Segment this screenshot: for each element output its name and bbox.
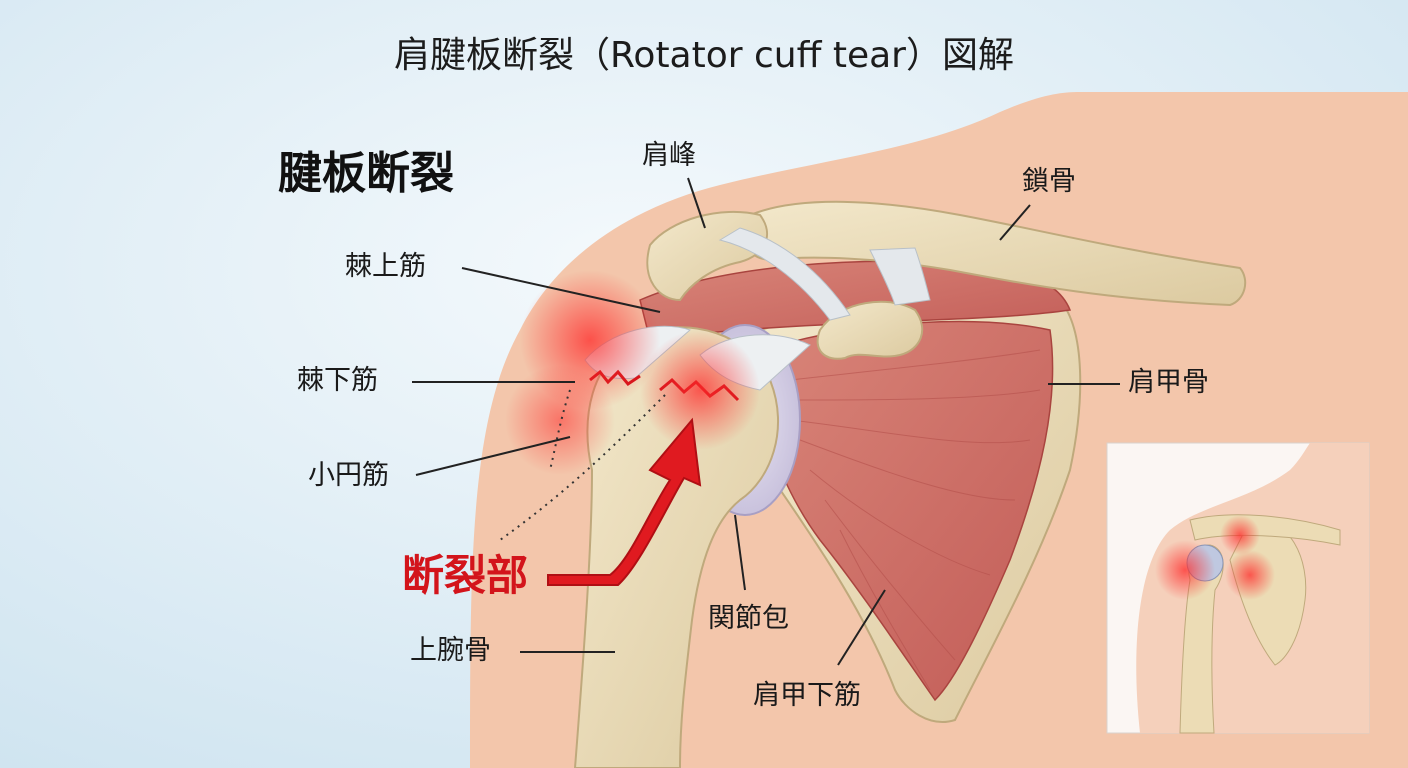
muscle-fibers (789, 349, 1041, 691)
dotted-marker (499, 394, 666, 541)
label-supraspinatus: 棘上筋 (345, 251, 426, 282)
diagram-title: 肩腱板断裂（Rotator cuff tear）図解 (394, 35, 1014, 76)
supraspinatus-muscle (639, 260, 1072, 341)
label-humerus: 上腕骨 (410, 635, 491, 666)
inflammation-glow (505, 365, 615, 475)
label-joint-capsule: 関節包 (708, 603, 789, 634)
label-scapula: 肩甲骨 (1128, 367, 1209, 398)
label-subscapularis: 肩甲下筋 (753, 680, 861, 711)
heading-label: 腱板断裂 (278, 148, 454, 199)
leader-lines (412, 177, 1120, 666)
label-teres-minor: 小円筋 (308, 460, 389, 491)
tear-arrow (547, 417, 702, 586)
inset-thumbnail (1106, 442, 1370, 734)
label-acromion: 肩峰 (642, 140, 696, 171)
subscapularis-muscle (759, 320, 1054, 702)
inflammation-glow (640, 330, 760, 450)
ligaments (718, 227, 931, 321)
label-tear-site: 断裂部 (402, 551, 529, 600)
label-infraspinatus: 棘下筋 (297, 365, 378, 396)
label-clavicle: 鎖骨 (1022, 166, 1076, 197)
